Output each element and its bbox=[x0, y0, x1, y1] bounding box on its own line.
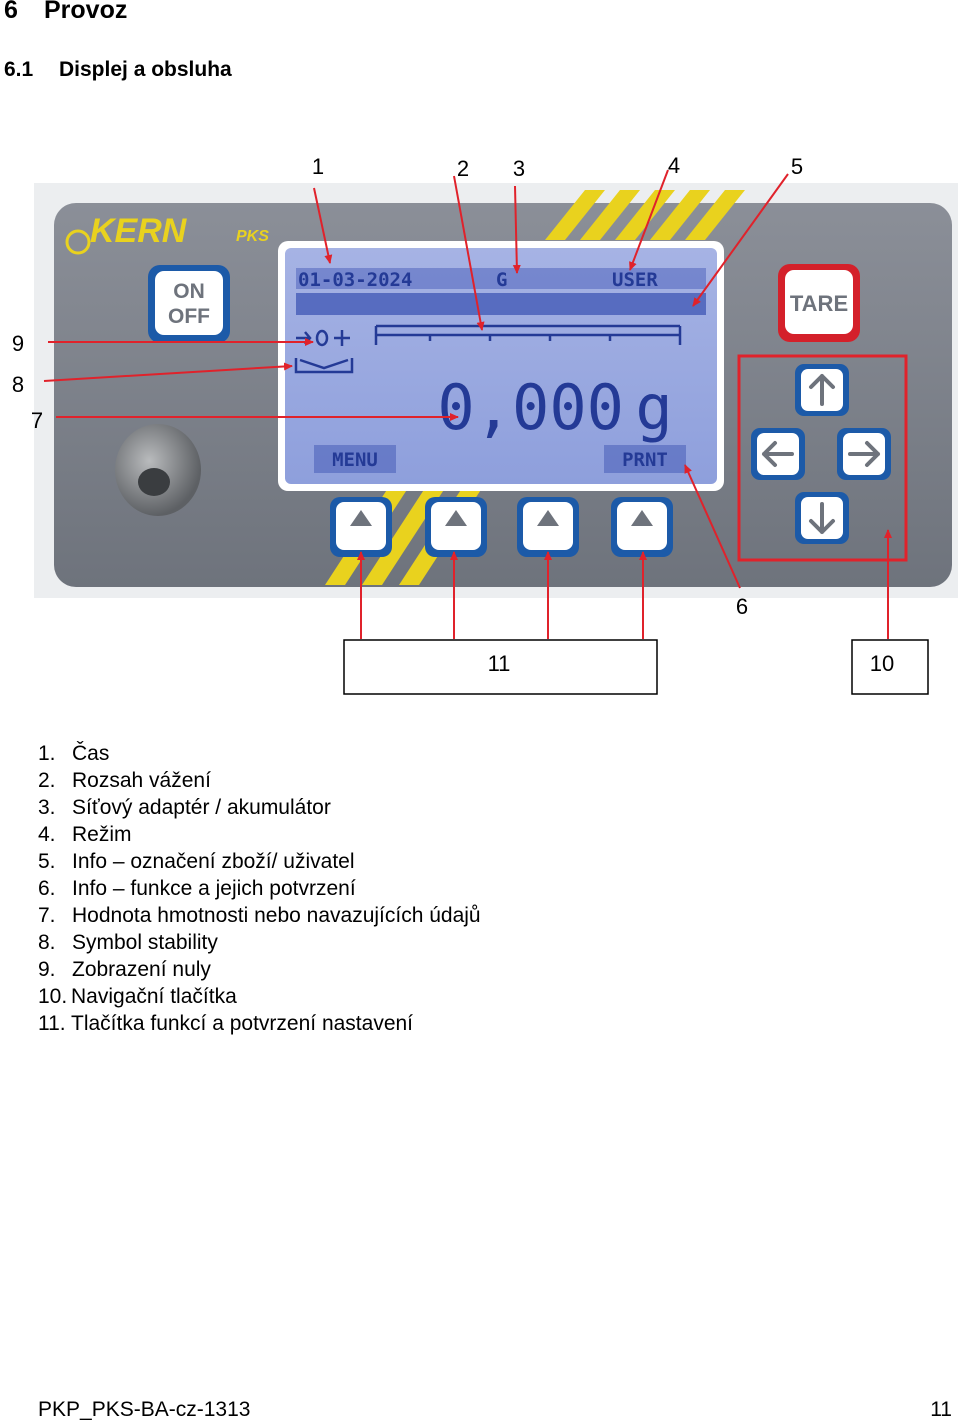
section-number: 6.1 bbox=[4, 58, 34, 81]
callout-2: 2 bbox=[457, 156, 469, 181]
tare-button[interactable]: TARE bbox=[778, 264, 860, 342]
callout-box-10 bbox=[851, 639, 929, 695]
legend-item: 9.Zobrazení nuly bbox=[38, 958, 211, 981]
footer-document-id: PKP_PKS-BA-cz-1313 bbox=[38, 1398, 251, 1421]
nav-left-button[interactable] bbox=[751, 428, 805, 480]
callout-lines bbox=[43, 169, 892, 639]
function-key-4[interactable] bbox=[611, 497, 673, 557]
off-label: OFF bbox=[168, 305, 210, 328]
section-heading: 6.1 Displej a obsluha bbox=[4, 58, 232, 82]
nav-right-button[interactable] bbox=[837, 428, 891, 480]
callout-11: 11 bbox=[488, 651, 511, 676]
up-triangle-icon bbox=[631, 510, 653, 526]
on-label: ON bbox=[173, 280, 205, 303]
legend-item: 3.Síťový adaptér / akumulátor bbox=[38, 796, 331, 819]
callout-1: 1 bbox=[312, 154, 324, 179]
lcd-power-icon: G bbox=[496, 269, 507, 291]
arrow-left-icon bbox=[762, 441, 794, 467]
arrow-down-icon bbox=[809, 502, 835, 534]
legend-item: 6.Info – funkce a jejich potvrzení bbox=[38, 877, 356, 900]
on-off-button[interactable]: ON OFF bbox=[148, 265, 230, 343]
legend-item: 10.Navigační tlačítka bbox=[38, 985, 237, 1008]
weight-unit: g bbox=[635, 371, 672, 444]
arrow-up-icon bbox=[809, 374, 835, 406]
callout-4: 4 bbox=[668, 153, 680, 178]
legend-item: 7.Hodnota hmotnosti nebo navazujících úd… bbox=[38, 904, 481, 927]
softkey-print-label: PRNT bbox=[622, 449, 668, 471]
function-key-3[interactable] bbox=[517, 497, 579, 557]
function-keys bbox=[330, 497, 673, 557]
lcd-display: 01-03-2024 G USER 0,000 g MENU PRNT bbox=[278, 241, 724, 491]
lcd-info-bar bbox=[296, 293, 706, 315]
stability-symbol-icon bbox=[294, 358, 354, 374]
callout-box-11 bbox=[343, 639, 658, 695]
up-triangle-icon bbox=[350, 510, 372, 526]
callout-8: 8 bbox=[12, 372, 24, 397]
level-indicator bbox=[115, 424, 201, 516]
callout-3: 3 bbox=[513, 156, 525, 181]
legend-item: 4.Režim bbox=[38, 823, 132, 846]
legend-item: 11.Tlačítka funkcí a potvrzení nastavení bbox=[38, 1012, 414, 1035]
weighing-range-bar bbox=[374, 324, 682, 345]
callout-7: 7 bbox=[31, 408, 43, 433]
up-triangle-icon bbox=[445, 510, 467, 526]
arrow-right-icon bbox=[848, 441, 880, 467]
chapter-number: 6 bbox=[4, 0, 18, 24]
model-name: PKS bbox=[236, 228, 269, 245]
callout-10: 10 bbox=[870, 651, 894, 676]
chapter-heading: 6 Provoz bbox=[4, 0, 127, 25]
legend-item: 8.Symbol stability bbox=[38, 931, 218, 954]
legend-list: 1.Čas 2.Rozsah vážení 3.Síťový adaptér /… bbox=[38, 740, 481, 1037]
brand-name: KERN bbox=[90, 212, 188, 250]
section-title: Displej a obsluha bbox=[59, 58, 232, 81]
kern-logo: KERN PKS bbox=[65, 212, 269, 255]
chapter-title: Provoz bbox=[44, 0, 128, 24]
callout-5: 5 bbox=[791, 154, 803, 179]
function-key-1[interactable] bbox=[330, 497, 392, 557]
lcd-time: 01-03-2024 bbox=[298, 269, 412, 291]
nav-up-button[interactable] bbox=[795, 364, 849, 416]
legend-item: 2.Rozsah vážení bbox=[38, 769, 211, 792]
callout-6: 6 bbox=[736, 594, 748, 619]
lcd-mode: USER bbox=[612, 269, 658, 291]
legend-item: 1.Čas bbox=[38, 742, 110, 765]
callout-9: 9 bbox=[12, 331, 24, 356]
tare-label: TARE bbox=[790, 291, 848, 316]
weight-value: 0,000 bbox=[437, 371, 624, 444]
function-key-2[interactable] bbox=[425, 497, 487, 557]
up-triangle-icon bbox=[537, 510, 559, 526]
footer-page-number: 11 bbox=[930, 1398, 952, 1421]
nav-down-button[interactable] bbox=[795, 492, 849, 544]
navigation-keys-frame bbox=[737, 354, 908, 562]
display-panel-figure: KERN PKS ON OFF 01-03-2024 G USER bbox=[12, 153, 958, 695]
legend-item: 5.Info – označení zboží/ uživatel bbox=[38, 850, 355, 873]
softkey-menu-label: MENU bbox=[332, 449, 378, 471]
